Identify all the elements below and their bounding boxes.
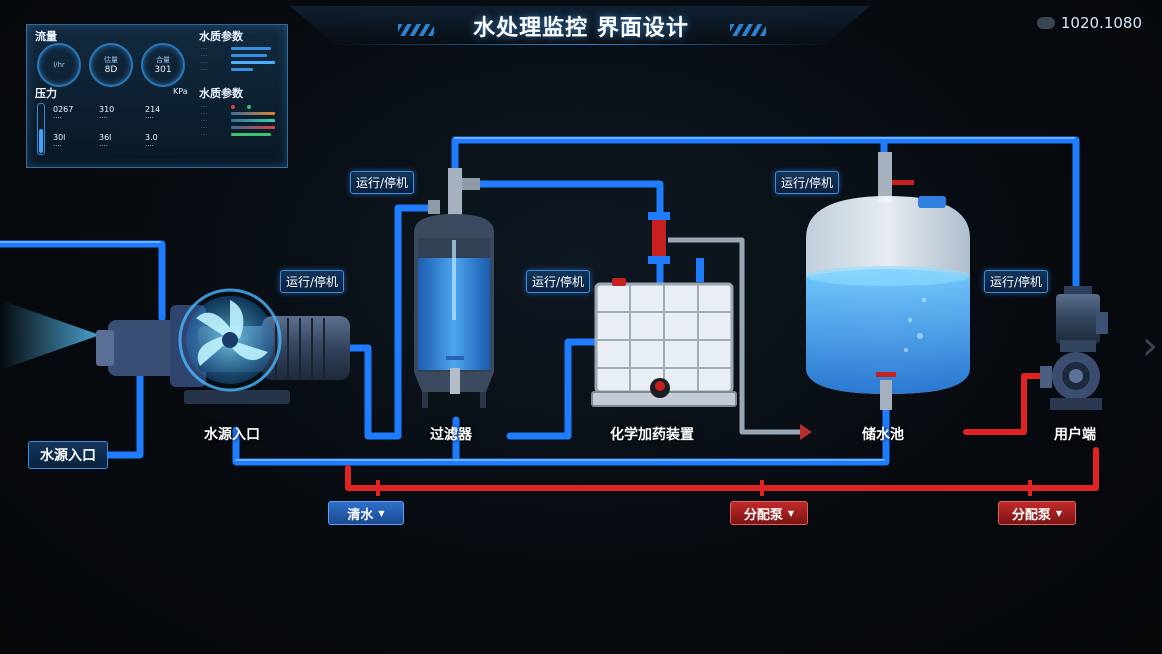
clean-water-dropdown[interactable]: 清水 ▼: [328, 501, 404, 525]
gauge-unit: 合量: [156, 56, 170, 64]
pressure-metric: 36l····: [99, 133, 112, 150]
total-gauge: 合量 301: [141, 43, 185, 87]
gauge-unit: l/hr: [53, 61, 65, 69]
resolution-text: 1020.1080: [1060, 14, 1142, 32]
flow-gauge: l/hr: [37, 43, 81, 87]
filter-label: 过滤器: [430, 427, 472, 443]
source-inlet-label[interactable]: 水源入口: [28, 441, 108, 469]
display-icon: [1036, 17, 1055, 29]
user-pump: [1040, 286, 1108, 410]
chem-status-tag[interactable]: 运行/停机: [526, 270, 591, 293]
pressure-metric: 0267····: [53, 105, 74, 122]
parameter-panel: 流量 水质参数 l/hr 估量 8D 合量 301 KPa ···· ···· …: [26, 24, 288, 168]
water-quality-label: 水质参数: [199, 87, 243, 100]
chem-label: 化学加药装置: [610, 427, 694, 443]
resolution-readout: 1020.1080: [1036, 14, 1142, 32]
tank-status-tag[interactable]: 运行/停机: [775, 171, 840, 194]
flow-label: 流量: [35, 30, 57, 43]
dropdown-label: 清水: [347, 507, 374, 523]
pressure-metric: 30l····: [53, 133, 66, 150]
water-params-bars: ···· ···· ···· ····: [201, 45, 279, 73]
header-line: [330, 44, 830, 45]
header-bar: [290, 6, 870, 46]
caret-down-icon: ▼: [787, 508, 795, 518]
pump-label: 水源入口: [204, 427, 260, 443]
header-stripes-right: [730, 24, 766, 36]
filter-status-tag[interactable]: 运行/停机: [350, 171, 415, 194]
pressure-metric: 310····: [99, 105, 115, 122]
pressure-label: 压力: [35, 87, 57, 100]
user-label: 用户端: [1054, 427, 1096, 443]
water-params-label: 水质参数: [199, 30, 243, 43]
pressure-thermometer: [37, 103, 45, 155]
pump-status-tag[interactable]: 运行/停机: [280, 270, 345, 293]
gauge-value: 301: [154, 65, 172, 75]
caret-down-icon: ▼: [378, 508, 385, 518]
water-pump: [96, 288, 350, 404]
water-spray: [0, 300, 100, 370]
level-gauge: 估量 8D: [89, 43, 133, 87]
gauge-value: 8D: [104, 65, 118, 75]
header-stripes-left: [398, 24, 434, 36]
pressure-metric: 3.0····: [145, 133, 158, 150]
dropdown-label: 分配泵: [743, 507, 783, 523]
clean-water-pipes: [0, 136, 1080, 466]
tank-label: 储水池: [862, 427, 904, 443]
user-status-tag[interactable]: 运行/停机: [984, 270, 1049, 293]
filter-vessel: [414, 168, 494, 408]
kpa-unit: KPa: [173, 87, 188, 96]
caret-down-icon: ▼: [1055, 508, 1063, 518]
pressure-metric: 214····: [145, 105, 161, 122]
water-quality-bars: ···· ···· ···· ···· ····: [201, 103, 279, 138]
gauge-unit: 估量: [104, 56, 118, 64]
storage-tank: [806, 152, 970, 410]
chevron-right-icon[interactable]: ›: [1142, 323, 1158, 369]
page-title: 水处理监控 界面设计: [473, 16, 689, 41]
chemical-dosing-unit: [591, 212, 737, 407]
dist-pump-dropdown-2[interactable]: 分配泵 ▼: [998, 501, 1076, 525]
dist-pump-dropdown-1[interactable]: 分配泵 ▼: [730, 501, 808, 525]
dropdown-label: 分配泵: [1011, 507, 1051, 523]
